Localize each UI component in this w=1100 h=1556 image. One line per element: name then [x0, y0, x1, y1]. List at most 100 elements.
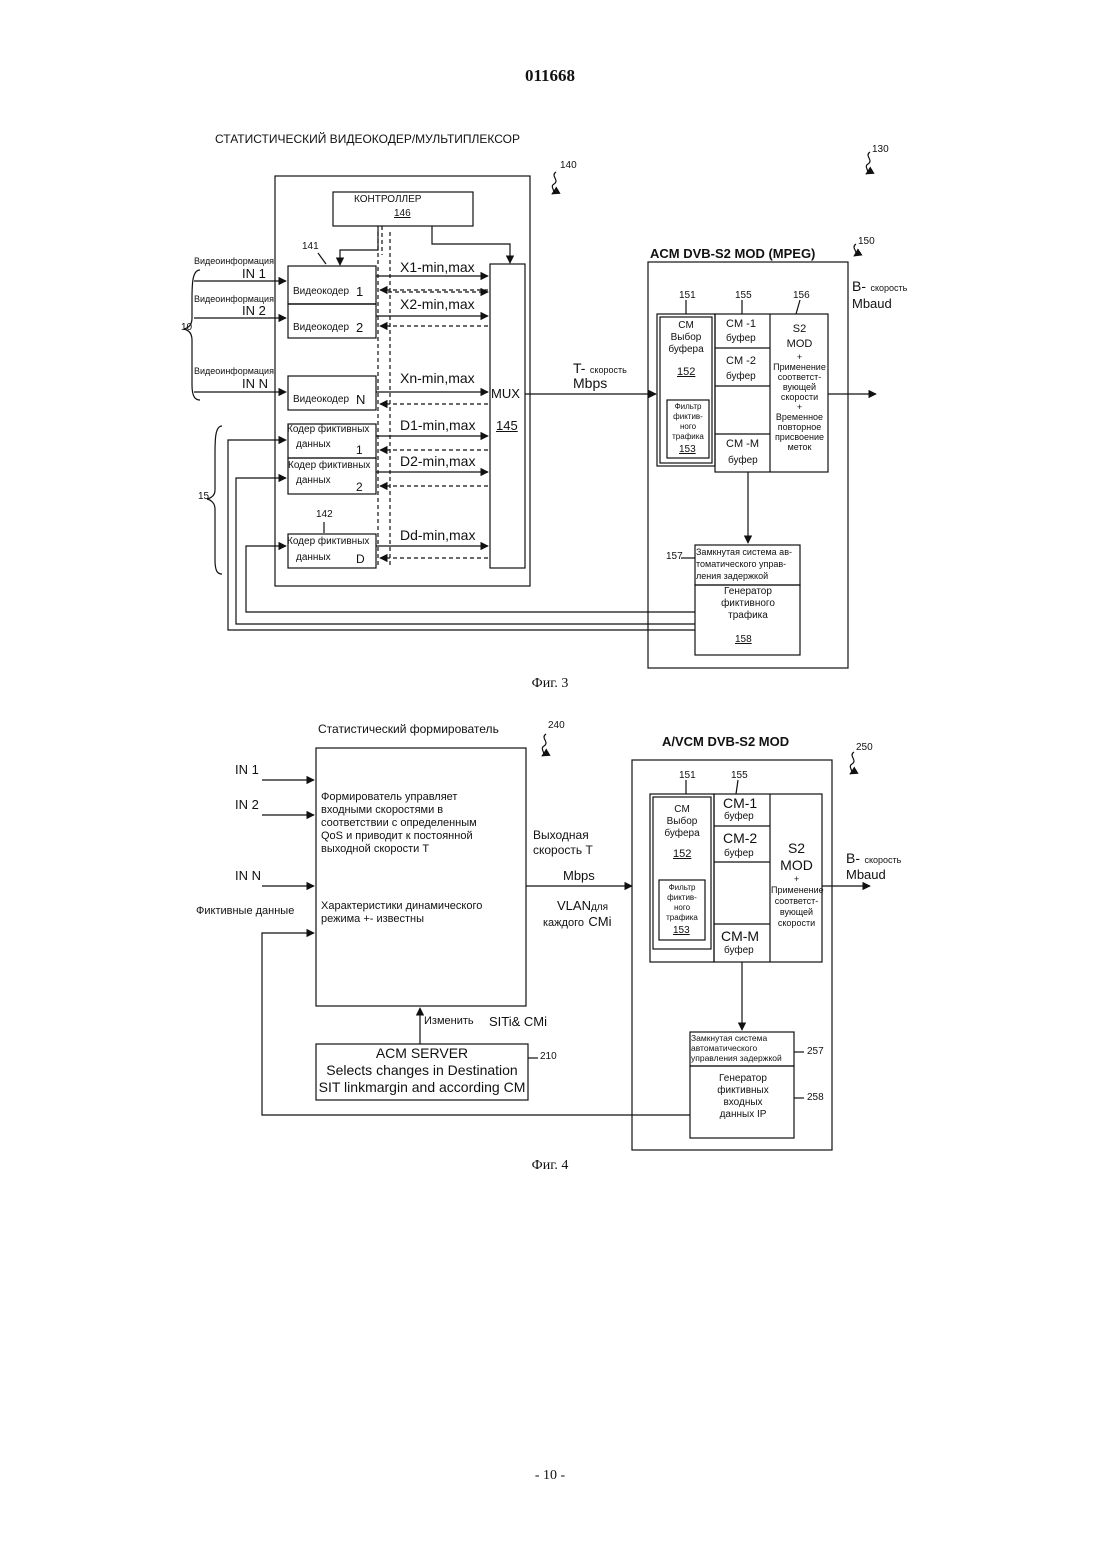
fig4-out-label-2: скорость T — [533, 843, 593, 857]
fig3-input-1-label: Видеоинформация — [194, 256, 274, 266]
fig4-vlan-line2: каждого CMi — [543, 913, 612, 931]
fig3-signal-dd: Dd-min,max — [400, 527, 475, 543]
fig4-buffer-2-sub: буфер — [724, 848, 754, 859]
fig4-acm-server: ACM SERVERSelects changes in Destination… — [316, 1045, 528, 1096]
fig3-buffer-1-sub: буфер — [726, 333, 756, 344]
fig3-generator: Генераторфиктивноготрафика — [696, 586, 800, 622]
fig3-s2-mod: S2 MOD + Применение соответст- вующей ск… — [771, 322, 828, 452]
fig3-filter-label: Фильтрфиктив-ноготрафика — [668, 402, 708, 442]
fig3-dummy-2-num: 2 — [356, 480, 363, 494]
fig4-buffer-1-sub: буфер — [724, 811, 754, 822]
fig3-input-1-name: IN 1 — [242, 266, 266, 281]
fig3-controller-num: 146 — [394, 208, 411, 219]
fig4-input-2: IN 2 — [235, 797, 259, 812]
fig4-ref-257: 257 — [807, 1046, 824, 1057]
fig3-caption: Фиг. 3 — [0, 676, 1100, 692]
fig3-generator-num: 158 — [735, 634, 752, 645]
fig3-ref-142: 142 — [316, 509, 333, 520]
fig3-ref-141: 141 — [302, 241, 319, 252]
fig3-b-unit: Mbaud — [852, 296, 892, 311]
fig3-ref-150: 150 — [858, 236, 875, 247]
fig3-filter-num: 153 — [679, 444, 696, 455]
fig3-dummy-d-line2: данных — [296, 552, 331, 563]
fig3-ref-140: 140 — [560, 160, 577, 171]
fig3-dummy-1-line2: данных — [296, 439, 331, 450]
fig3-dummy-1-line1: Кодер фиктивных — [287, 424, 369, 435]
fig3-ref-15: 15 — [198, 491, 209, 502]
fig4-out-unit: Mbps — [563, 868, 595, 883]
fig4-ref-258: 258 — [807, 1092, 824, 1103]
fig4-shaper-text: Формирователь управляетвходными скоростя… — [321, 791, 526, 856]
fig4-out-label-1: Выходная — [533, 828, 589, 842]
fig3-b-speed: B- скорость — [852, 278, 907, 296]
fig3-input-2-name: IN 2 — [242, 303, 266, 318]
fig3-signal-d1: D1-min,max — [400, 417, 475, 433]
fig3-cm-select-num: 152 — [677, 366, 695, 378]
fig3-t-unit: Mbps — [573, 375, 607, 391]
fig3-encoder-2-num: 2 — [356, 320, 363, 335]
page-number: 011668 — [0, 66, 1100, 86]
fig4-filter-label: Фильтрфиктив-ноготрафика — [660, 883, 704, 923]
fig3-ref-130: 130 — [872, 144, 889, 155]
fig3-signal-xn: Xn-min,max — [400, 370, 475, 386]
fig3-ref-155: 155 — [735, 290, 752, 301]
fig3-encoder-n-label: Видеокодер — [293, 394, 349, 405]
fig4-cm-select-num: 152 — [673, 848, 691, 860]
page-footer: - 10 - — [0, 1468, 1100, 1484]
fig4-filter-num: 153 — [673, 925, 690, 936]
fig4-generator: Генераторфиктивныхвходныхданных IP — [691, 1073, 795, 1121]
fig3-dummy-d-num: D — [356, 552, 365, 566]
fig4-ref-240: 240 — [548, 720, 565, 731]
fig3-ref-156: 156 — [793, 290, 810, 301]
fig3-ref-157: 157 — [666, 551, 683, 562]
fig4-input-n: IN N — [235, 868, 261, 883]
fig4-buffer-2-name: CM-2 — [723, 830, 757, 846]
fig3-mux-box — [490, 264, 525, 568]
fig3-buffer-m-sub: буфер — [728, 455, 758, 466]
fig4-buffer-m-sub: буфер — [724, 945, 754, 956]
fig3-cm-select: CMВыборбуфера — [662, 320, 710, 356]
fig4-dummy-input: Фиктивные данные — [196, 905, 294, 917]
fig4-ref-155: 155 — [731, 770, 748, 781]
fig3-dummy-d-line1: Кодер фиктивных — [287, 536, 369, 547]
fig3-closed-loop: Замкнутая система ав-томатического управ… — [696, 546, 800, 582]
fig4-closed-loop: Замкнутая системаавтоматическогоуправлен… — [691, 1033, 795, 1063]
fig3-signal-x2: X2-min,max — [400, 296, 475, 312]
fig4-ref-151: 151 — [679, 770, 696, 781]
fig3-input-n-name: IN N — [242, 376, 268, 391]
fig3-title: СТАТИСТИЧЕСКИЙ ВИДЕОКОДЕР/МУЛЬТИПЛЕКСОР — [215, 132, 520, 146]
fig4-ref-250: 250 — [856, 742, 873, 753]
fig3-dummy-2-line2: данных — [296, 475, 331, 486]
fig3-input-n-label: Видеоинформация — [194, 366, 274, 376]
fig3-buffer-2-name: CM -2 — [726, 355, 756, 367]
fig3-mux-num: 145 — [496, 418, 518, 433]
fig3-ref-151: 151 — [679, 290, 696, 301]
fig3-signal-d2: D2-min,max — [400, 453, 475, 469]
fig4-b-speed: B- скорость — [846, 850, 901, 868]
fig3-dummy-1-num: 1 — [356, 443, 363, 457]
fig4-buffer-1-name: CM-1 — [723, 795, 757, 811]
fig3-mod-title: ACM DVB-S2 MOD (MPEG) — [650, 246, 815, 261]
fig3-encoder-n-num: N — [356, 392, 365, 407]
fig3-signal-x1: X1-min,max — [400, 259, 475, 275]
fig4-cm-select: CMВыборбуфера — [655, 804, 709, 840]
fig3-ref-10: 10 — [181, 322, 192, 333]
fig3-encoder-1-num: 1 — [356, 284, 363, 299]
fig3-encoder-2-label: Видеокодер — [293, 322, 349, 333]
fig3-buffer-m-name: CM -M — [726, 438, 759, 450]
fig4-shaper-box — [316, 748, 526, 1006]
fig3-controller-label: КОНТРОЛЛЕР — [354, 194, 421, 205]
fig3-buffer-1-name: CM -1 — [726, 318, 756, 330]
fig4-buffer-m-name: CM-M — [721, 928, 759, 944]
fig3-encoder-1-label: Видеокодер — [293, 286, 349, 297]
fig4-s2-mod: S2 MOD + Применение соответст- вующей ск… — [771, 840, 822, 929]
fig4-ref-210: 210 — [540, 1051, 557, 1062]
fig4-title: Статистический формирователь — [318, 722, 499, 736]
fig4-dynamic-text: Характеристики динамическогорежима +- из… — [321, 900, 526, 926]
fig3-dummy-2-line1: Кодер фиктивных — [288, 460, 370, 471]
fig4-mod-title: A/VCM DVB-S2 MOD — [662, 734, 789, 749]
fig4-input-1: IN 1 — [235, 762, 259, 777]
fig3-buffer-2-sub: буфер — [726, 371, 756, 382]
fig4-change-label: Изменить — [424, 1015, 474, 1027]
